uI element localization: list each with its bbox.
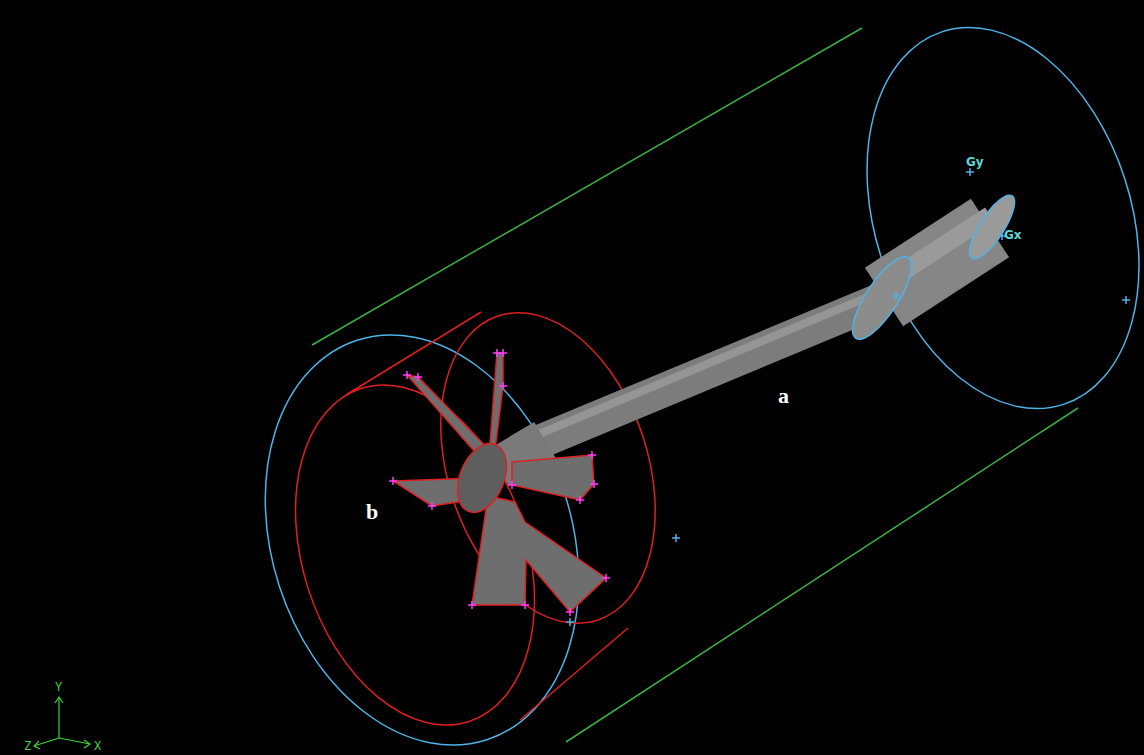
rotating-zone xyxy=(254,285,692,755)
vertex-marker xyxy=(672,534,680,542)
part-label: a xyxy=(778,385,789,407)
vertex-marker xyxy=(590,480,598,488)
impeller xyxy=(393,353,606,612)
outer-cylinder xyxy=(214,0,1144,755)
vertex-marker xyxy=(521,601,529,609)
axis-label: Z xyxy=(24,740,31,752)
axis-label: X xyxy=(94,740,101,752)
vertex-marker xyxy=(1122,296,1130,304)
point-label: Gy xyxy=(966,156,984,168)
vertex-marker xyxy=(468,601,476,609)
vertex-marker xyxy=(566,618,574,626)
shaft xyxy=(498,189,1022,468)
vertex-marker xyxy=(499,349,507,357)
vertex-marker xyxy=(576,496,584,504)
vertex-marker xyxy=(966,168,974,176)
vertex-marker xyxy=(414,373,422,381)
vertex-marker xyxy=(499,382,507,390)
vertex-marker xyxy=(566,608,574,616)
vertex-marker xyxy=(892,292,900,300)
part-label: b xyxy=(366,501,378,523)
axis-label: Y xyxy=(55,681,62,693)
vertex-marker xyxy=(403,371,411,379)
vertex-marker xyxy=(389,477,397,485)
point-label: Gx xyxy=(1004,229,1022,241)
vertex-marker xyxy=(588,451,596,459)
vertex-marker xyxy=(602,574,610,582)
vertex-marker xyxy=(508,481,516,489)
vertex-marker xyxy=(428,502,436,510)
axis-triad xyxy=(34,697,90,749)
